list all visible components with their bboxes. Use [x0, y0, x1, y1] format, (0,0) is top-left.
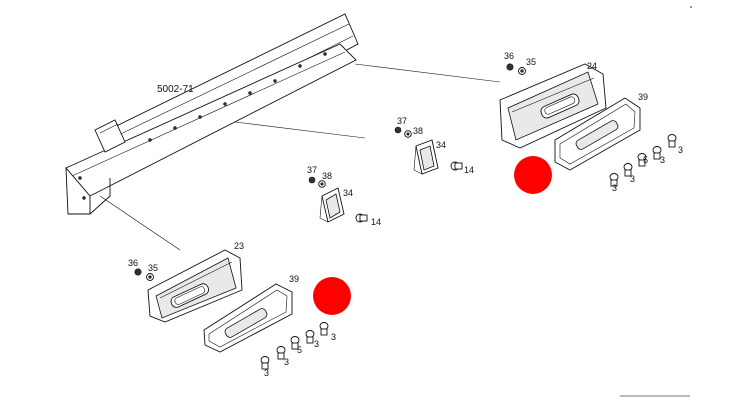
- lamp-housing-right: [499, 63, 607, 149]
- nut-37-left: [308, 176, 316, 184]
- label-14-left: 14: [371, 217, 381, 227]
- nut-37-mid: [394, 126, 402, 134]
- label-39-left: 39: [289, 274, 299, 284]
- label-35-left: 35: [148, 263, 158, 273]
- label-3-r4: 3: [612, 183, 617, 193]
- frame-crossmember: 5002-71: [65, 13, 359, 215]
- label-23: 23: [234, 241, 244, 251]
- label-3-r2: 3: [660, 155, 665, 165]
- label-3-l2: 3: [314, 339, 319, 349]
- bulbs-right: [609, 134, 677, 187]
- label-39-right: 39: [638, 92, 648, 102]
- nut-36-right: [506, 63, 514, 71]
- leader-lines: [99, 63, 501, 251]
- bulbs-left: [260, 322, 329, 370]
- nut-36-left: [134, 268, 142, 276]
- lens-right: [554, 97, 641, 171]
- washer-35-left: [146, 273, 154, 281]
- screw-14-mid: [450, 161, 463, 171]
- label-3-l4: 3: [264, 368, 269, 378]
- label-34-mid: 34: [436, 140, 446, 150]
- label-36-right: 36: [504, 51, 514, 61]
- washer-38-mid: [404, 130, 412, 138]
- washer-38-left: [318, 180, 326, 188]
- label-3-r1: 3: [678, 145, 683, 155]
- label-3-l1: 3: [331, 332, 336, 342]
- label-34-left: 34: [343, 188, 353, 198]
- lens-left: [203, 283, 293, 353]
- frame-ref-label: 5002-71: [157, 84, 194, 95]
- bracket-34-mid: [413, 139, 439, 175]
- label-35-right: 35: [526, 57, 536, 67]
- label-14-mid: 14: [464, 165, 474, 175]
- label-3-r3: 3: [630, 174, 635, 184]
- lamp-housing-left: [147, 249, 243, 323]
- label-5-r: 5: [643, 155, 648, 165]
- marker-dot-right[interactable]: [514, 156, 552, 194]
- label-37-mid: 37: [397, 116, 407, 126]
- label-38-left: 38: [322, 171, 332, 181]
- label-37-left: 37: [307, 165, 317, 175]
- marker-dot-left[interactable]: [313, 277, 351, 315]
- label-24: 24: [587, 61, 597, 71]
- label-36-left: 36: [128, 258, 138, 268]
- label-38-mid: 38: [413, 126, 423, 136]
- screw-14-left: [355, 213, 368, 223]
- label-5-l: 5: [297, 345, 302, 355]
- washer-35-right: [518, 67, 526, 75]
- corner-mark: [690, 6, 692, 8]
- label-3-l3: 3: [284, 357, 289, 367]
- bracket-34-left: [319, 187, 345, 223]
